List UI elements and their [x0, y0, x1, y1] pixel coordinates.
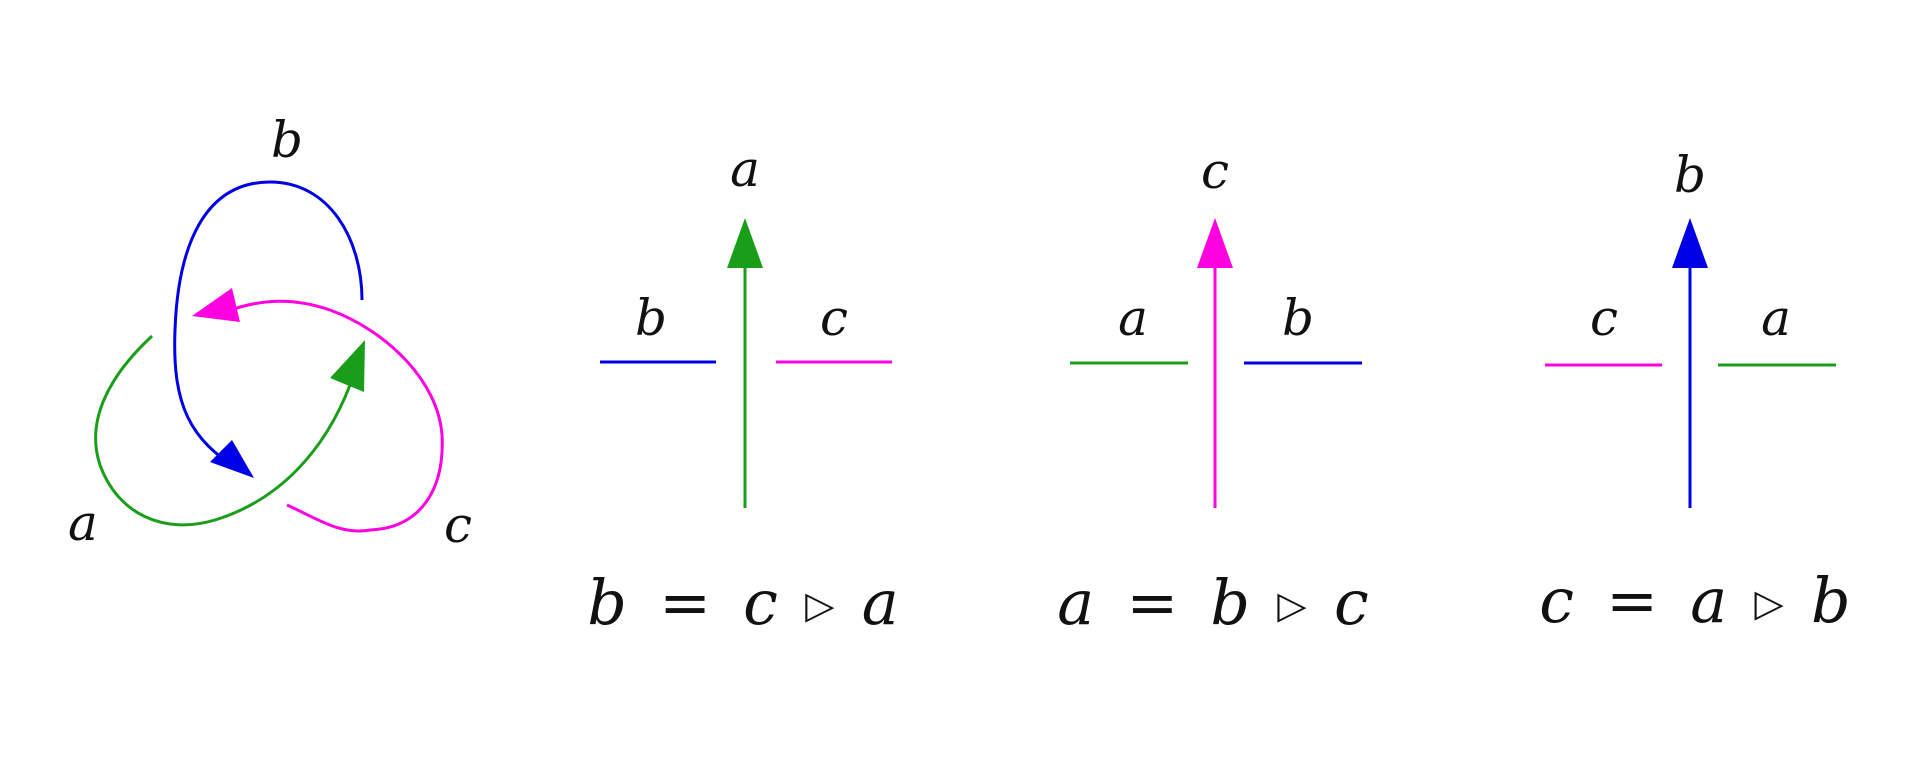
- crossing-1-eq-op: ▷: [798, 583, 842, 627]
- knot-label-a: a: [68, 494, 98, 552]
- crossing-1-equation: b = c ▷ a: [587, 560, 898, 639]
- crossing-2-arrow: [1197, 218, 1233, 268]
- crossing-3: b c a c = a ▷ b: [1539, 146, 1850, 637]
- crossing-1: a b c b = c ▷ a: [587, 140, 898, 639]
- knot-label-c: c: [444, 496, 472, 554]
- crossing-2: c a b a = b ▷ c: [1057, 142, 1368, 639]
- crossing-3-arrow: [1672, 218, 1708, 268]
- crossing-1-eq-y: a: [862, 566, 899, 639]
- crossing-2-eq-y: c: [1334, 566, 1369, 639]
- crossing-1-right-label: c: [820, 289, 848, 347]
- knot-strand-a: [94, 334, 352, 527]
- crossing-1-eq-lhs: b: [587, 566, 627, 639]
- crossing-2-equation: a = b ▷ c: [1057, 560, 1368, 639]
- crossing-3-eq-equals: =: [1594, 564, 1671, 637]
- crossing-3-left-label: c: [1590, 289, 1618, 347]
- knot-arrow-a: [330, 340, 365, 392]
- knot-arrow-b: [210, 440, 254, 478]
- crossing-3-equation: c = a ▷ b: [1539, 558, 1850, 637]
- crossing-3-right-label: a: [1761, 289, 1791, 347]
- crossing-3-eq-lhs: c: [1539, 564, 1574, 637]
- crossing-3-top-label: b: [1674, 146, 1706, 204]
- crossing-1-eq-x: c: [743, 566, 778, 639]
- crossing-2-left-label: a: [1118, 289, 1148, 347]
- crossing-2-right-label: b: [1282, 289, 1314, 347]
- crossing-1-left-label: b: [635, 289, 667, 347]
- knot-strand-c: [224, 299, 444, 533]
- crossing-2-eq-x: b: [1210, 566, 1250, 639]
- crossing-2-eq-equals: =: [1114, 566, 1191, 639]
- crossing-2-top-label: c: [1201, 142, 1229, 200]
- crossing-2-eq-op: ▷: [1270, 583, 1314, 627]
- crossing-2-eq-lhs: a: [1057, 566, 1094, 639]
- crossing-3-eq-y: b: [1811, 564, 1851, 637]
- crossing-1-arrow: [727, 218, 763, 268]
- crossing-1-eq-equals: =: [647, 566, 724, 639]
- knot-label-b: b: [271, 111, 303, 169]
- crossing-3-eq-op: ▷: [1747, 581, 1791, 625]
- crossing-3-eq-x: a: [1690, 564, 1727, 637]
- trefoil-knot: b a c: [68, 111, 472, 554]
- crossing-1-top-label: a: [730, 140, 760, 198]
- knot-strand-b: [173, 180, 364, 472]
- knot-arrow-c: [192, 288, 240, 322]
